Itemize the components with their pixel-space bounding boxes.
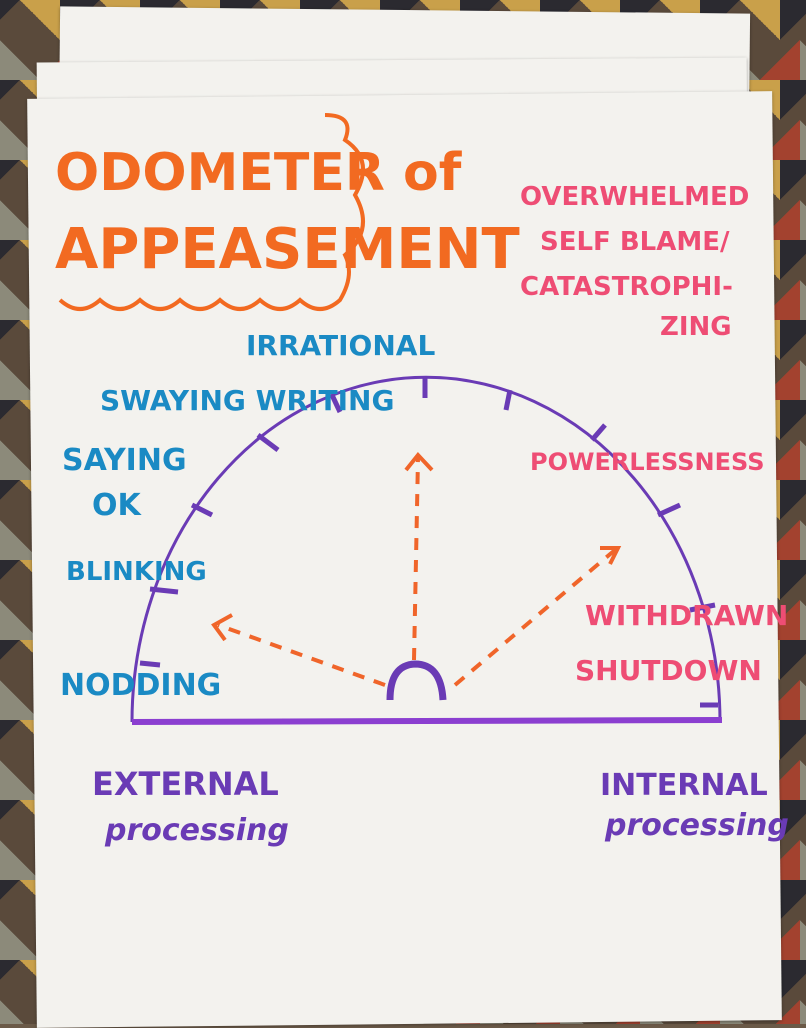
label-nodding: NODDING: [60, 668, 221, 703]
odometer-baseline: [131, 717, 723, 725]
title-cloud: [58, 113, 365, 311]
label-shutdown: SHUTDOWN: [575, 654, 762, 687]
label-saying: SAYING: [62, 443, 187, 478]
label-internal-processing: processing: [604, 808, 789, 843]
label-withdrawn: WITHDRAWN: [585, 599, 788, 632]
needle-arrows: [217, 457, 617, 687]
label-blinking: BLINKING: [66, 557, 207, 587]
label-external: EXTERNAL: [92, 765, 279, 803]
title-line2: APPEASEMENT: [55, 217, 520, 282]
label-internal: INTERNAL: [600, 768, 768, 803]
label-swaying-writing: SWAYING WRITING: [100, 384, 394, 417]
label-powerlessness: POWERLESSNESS: [530, 448, 765, 476]
label-ok: OK: [92, 488, 143, 523]
tick-marks: [139, 378, 718, 708]
label-irrational: IRRATIONAL: [246, 329, 435, 362]
label-zing: ZING: [660, 312, 732, 342]
title-line1: ODOMETER of: [55, 143, 463, 203]
label-catastrophizing: CATASTROPHI-: [520, 272, 733, 302]
label-self-blame: SELF BLAME/: [540, 227, 730, 257]
needle-hub: [386, 660, 447, 701]
odometer-arc: [130, 375, 722, 723]
arrow-heads: [211, 451, 622, 642]
label-overwhelmed: OVERWHELMED: [520, 182, 749, 212]
label-external-processing: processing: [104, 813, 289, 848]
